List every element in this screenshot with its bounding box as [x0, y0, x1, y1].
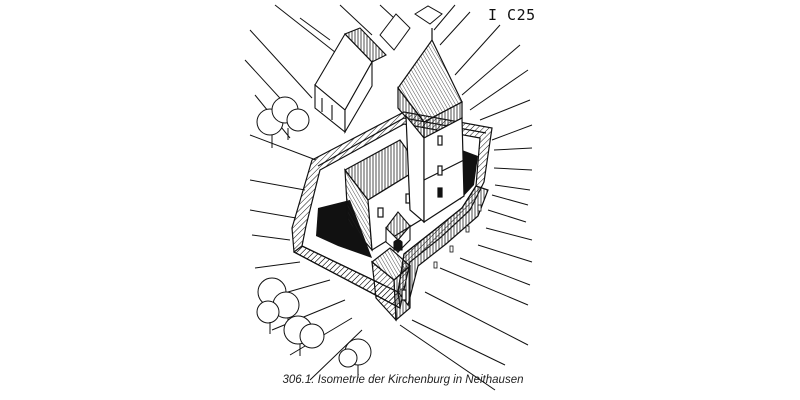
loopholes	[433, 204, 482, 269]
small-roof	[379, 5, 443, 51]
bell-tower	[397, 28, 465, 224]
courtyard-shadow	[316, 200, 372, 258]
courtyard-shadow	[460, 150, 478, 200]
tree	[283, 315, 325, 356]
tree	[256, 96, 310, 148]
gate-tower	[371, 247, 411, 322]
tree	[256, 277, 300, 334]
church-porch	[385, 211, 411, 254]
sheet-code: I C25	[488, 6, 536, 24]
tree	[338, 338, 372, 378]
figure-caption: 306.1. Isometrie der Kirchenburg in Neit…	[282, 374, 524, 386]
house	[314, 27, 387, 135]
tree-group	[256, 96, 372, 378]
terrain-lines	[244, 4, 533, 391]
